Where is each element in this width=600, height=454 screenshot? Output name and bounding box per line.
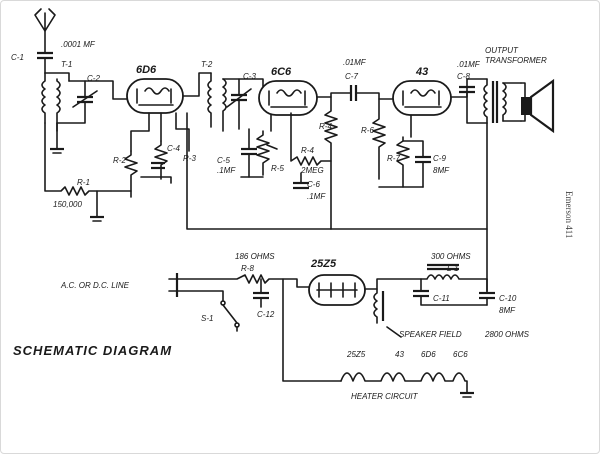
label-r3: R-3 (183, 154, 196, 163)
label-c10-value: 8MF (499, 306, 516, 315)
label-c7: C-7 (345, 72, 358, 81)
label-c6-value: .1MF (307, 192, 326, 201)
label-c4: C-4 (167, 144, 180, 153)
label-r9-value: 300 OHMS (431, 252, 471, 261)
speaker-field-coil (373, 288, 385, 324)
tube-6d6 (126, 78, 184, 114)
label-c12: C-12 (257, 310, 275, 319)
resistor-r2 (124, 150, 138, 198)
capacitor-c12 (253, 278, 269, 308)
antenna-symbol (34, 8, 56, 54)
label-s1: S-1 (201, 314, 213, 323)
label-r6: R-6 (361, 126, 374, 135)
label-speaker-field: SPEAKER FIELD (399, 330, 462, 339)
label-r7: R-7 (387, 154, 400, 163)
switch-s1 (176, 290, 240, 332)
capacitor-c4 (151, 161, 165, 170)
label-r1-value: 150,000 (53, 200, 82, 209)
label-c8: C-8 (457, 72, 470, 81)
resistor-r3 (154, 140, 168, 180)
capacitor-c5 (241, 128, 257, 178)
label-c10: C-10 (499, 294, 517, 303)
label-c9-value: 8MF (433, 166, 450, 175)
label-c3: C-3 (243, 72, 256, 81)
resistor-plate-load (324, 96, 338, 230)
choke-l1 (420, 263, 488, 280)
label-c2: C-2 (87, 74, 100, 83)
label-r8: R-8 (241, 264, 254, 273)
label-heater-25z5: 25Z5 (346, 350, 366, 359)
label-t2: T-2 (201, 60, 213, 69)
output-transformer (483, 78, 522, 124)
capacitor-c10 (479, 278, 495, 306)
label-c1-value: .0001 MF (61, 40, 96, 49)
speaker-icon (520, 78, 555, 134)
resistor-r6 (372, 98, 386, 180)
capacitor-c6 (293, 172, 309, 190)
label-c1: C-1 (11, 53, 24, 62)
label-t1: T-1 (61, 60, 72, 69)
label-heater-43: 43 (395, 350, 404, 359)
label-c8-value: .01MF (457, 60, 481, 69)
tube-43 (392, 80, 452, 116)
label-r4-value: 2MEG (300, 166, 324, 175)
resistor-r1 (44, 122, 132, 196)
label-c5: C-5 (217, 156, 230, 165)
ground-symbol (460, 391, 474, 398)
label-ac-line: A.C. OR D.C. LINE (60, 281, 130, 290)
ac-plug-symbol (168, 273, 179, 297)
tube-6c6 (258, 80, 318, 116)
label-c9: C-9 (433, 154, 446, 163)
label-tube4: 25Z5 (310, 258, 337, 270)
label-heater-6d6: 6D6 (421, 350, 436, 359)
diagram-title: SCHEMATIC DIAGRAM (13, 343, 172, 358)
label-r4: R-4 (301, 146, 314, 155)
label-transformer: TRANSFORMER (485, 56, 547, 65)
potentiometer-r5 (256, 130, 278, 176)
label-r8-value: 186 OHMS (235, 252, 275, 261)
resistor-r4 (290, 112, 332, 166)
label-tube1: 6D6 (136, 64, 157, 76)
label-c5-value: .1MF (217, 166, 236, 175)
label-tube3: 43 (415, 66, 428, 78)
label-r1: R-1 (77, 178, 90, 187)
label-output: OUTPUT (485, 46, 519, 55)
ground-symbol (90, 215, 104, 222)
label-c6: C-6 (307, 180, 320, 189)
label-c7-value: .01MF (343, 58, 367, 67)
label-tube2: 6C6 (271, 66, 292, 78)
label-r5: R-5 (271, 164, 284, 173)
variable-capacitor-c2 (56, 80, 98, 124)
capacitor-c1 (37, 51, 53, 74)
label-r2: R-2 (113, 156, 126, 165)
label-l1: L-1 (447, 264, 459, 273)
heater-filaments (340, 372, 468, 394)
transformer-t1 (41, 72, 70, 132)
label-c11: C-11 (433, 294, 450, 303)
label-r4-vert: R-4 (319, 122, 332, 131)
capacitor-c9 (402, 140, 431, 188)
label-heater-6c6: 6C6 (453, 350, 468, 359)
resistor-r7 (396, 136, 410, 188)
label-speaker-field-ohms: 2800 OHMS (484, 330, 530, 339)
side-model-text: Emerson 411 (564, 191, 574, 238)
tube-25z5 (308, 274, 366, 306)
capacitor-c11 (413, 278, 488, 306)
ground-symbol (50, 147, 64, 154)
label-heater-circuit: HEATER CIRCUIT (351, 392, 419, 401)
variable-capacitor-c3 (222, 78, 252, 130)
transformer-t2 (207, 72, 227, 132)
